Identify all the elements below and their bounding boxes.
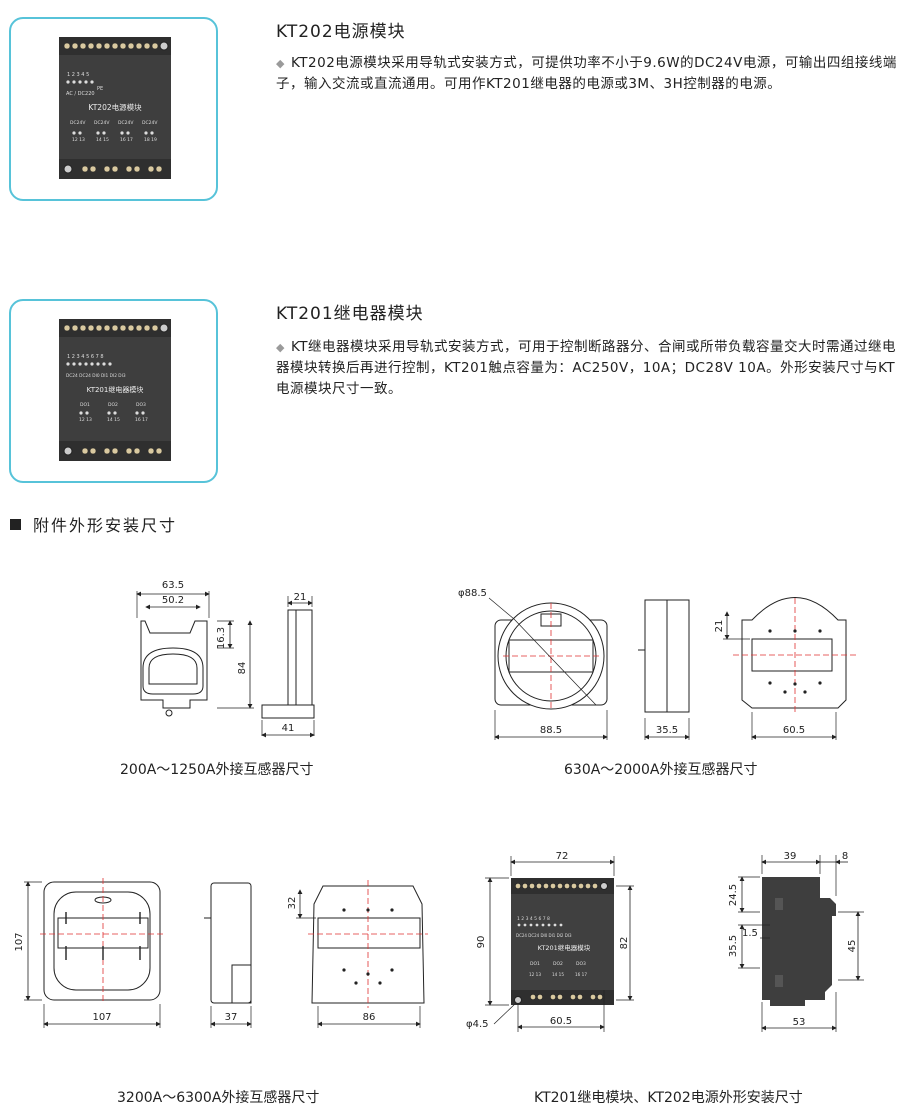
ct-small-drawing	[136, 591, 315, 738]
svg-text:DO3: DO3	[576, 961, 586, 967]
svg-text:37: 37	[225, 1012, 238, 1023]
svg-text:107: 107	[92, 1012, 111, 1023]
svg-text:82: 82	[619, 937, 630, 950]
svg-text:24.5: 24.5	[728, 884, 739, 906]
svg-text:8: 8	[842, 851, 848, 862]
svg-text:32: 32	[287, 897, 298, 910]
svg-text:14 15: 14 15	[96, 137, 109, 143]
svg-text:41: 41	[282, 723, 295, 734]
svg-text:14 15: 14 15	[107, 417, 120, 423]
svg-text:φ4.5: φ4.5	[466, 1019, 489, 1030]
square-bullet-icon	[10, 518, 21, 530]
svg-text:35.5: 35.5	[656, 725, 678, 736]
kt202-description: ◆KT202电源模块采用导轨式安装方式，可提供功率不小于9.6W的DC24V电源…	[276, 55, 897, 92]
svg-text:39: 39	[784, 851, 797, 862]
svg-text:12 13: 12 13	[79, 417, 92, 423]
svg-text:DC24V: DC24V	[94, 120, 110, 126]
svg-text:1 2 3 4 5: 1 2 3 4 5	[67, 72, 89, 78]
module-body	[511, 878, 614, 1005]
svg-text:AC / DC220: AC / DC220	[66, 91, 95, 97]
svg-text:DO1: DO1	[530, 961, 540, 967]
svg-text:45: 45	[847, 940, 858, 953]
svg-text:107: 107	[14, 932, 25, 951]
svg-text:50.2: 50.2	[162, 595, 184, 606]
svg-text:DO2: DO2	[108, 402, 118, 408]
diamond-bullet-icon: ◆	[276, 57, 285, 70]
svg-text:1.5: 1.5	[742, 928, 758, 939]
svg-text:DC24V: DC24V	[70, 120, 86, 126]
svg-text:18 19: 18 19	[144, 137, 157, 143]
svg-text:16 17: 16 17	[120, 137, 133, 143]
svg-text:KT202电源模块: KT202电源模块	[88, 102, 142, 112]
svg-text:16 17: 16 17	[135, 417, 148, 423]
svg-text:63.5: 63.5	[162, 580, 184, 591]
svg-text:14 15: 14 15	[552, 972, 564, 977]
kt201-module-photo: 1 2 3 4 5 6 7 8 DC24 DC24 DI0 DI1 DI2 DI…	[59, 319, 171, 461]
svg-text:16.3: 16.3	[216, 627, 227, 649]
svg-text:21: 21	[714, 620, 725, 633]
kt202-title: KT202电源模块	[276, 22, 406, 42]
svg-text:84: 84	[237, 662, 248, 675]
module-front-drawing: 1 2 3 4 5 6 7 8 DC24 DC24 DI0 DI1 DI2 DI…	[511, 878, 614, 1005]
svg-text:1 2 3 4 5 6 7 8: 1 2 3 4 5 6 7 8	[67, 354, 104, 360]
svg-text:KT201继电器模块: KT201继电器模块	[538, 943, 591, 952]
kt201-image-card: 1 2 3 4 5 6 7 8 DC24 DC24 DI0 DI1 DI2 DI…	[9, 299, 218, 483]
ct-small-caption: 200A～1250A外接互感器尺寸	[120, 762, 314, 778]
accessories-heading: 附件外形安装尺寸	[10, 512, 177, 536]
svg-text:DO2: DO2	[553, 961, 563, 967]
svg-text:60.5: 60.5	[550, 1016, 572, 1027]
kt201-title: KT201继电器模块	[276, 304, 424, 324]
svg-text:21: 21	[294, 592, 307, 603]
kt201-description: ◆KT继电器模块采用导轨式安装方式，可用于控制断路器分、合闸或所带负载容量交大时…	[276, 339, 897, 397]
svg-text:12 13: 12 13	[72, 137, 85, 143]
svg-text:90: 90	[476, 936, 487, 949]
svg-text:53: 53	[793, 1017, 806, 1028]
svg-text:12 13: 12 13	[529, 972, 541, 977]
module-side-drawing	[762, 877, 836, 1006]
svg-text:88.5: 88.5	[540, 725, 562, 736]
kt202-module-photo: 1 2 3 4 5 PE AC / DC220 KT202电源模块 DC24V …	[59, 37, 171, 179]
svg-text:1 2 3 4 5 6 7 8: 1 2 3 4 5 6 7 8	[517, 916, 550, 922]
svg-text:60.5: 60.5	[783, 725, 805, 736]
svg-text:72: 72	[556, 851, 569, 862]
svg-text:86: 86	[363, 1012, 376, 1023]
svg-text:DC24V: DC24V	[142, 120, 158, 126]
ct-large-drawing	[24, 878, 428, 1028]
svg-text:DO3: DO3	[136, 402, 146, 408]
svg-text:16 17: 16 17	[575, 972, 587, 977]
svg-text:φ88.5: φ88.5	[458, 588, 487, 599]
svg-text:DC24 DC24 DI0 DI1 DI2 DI3: DC24 DC24 DI0 DI1 DI2 DI3	[516, 933, 572, 938]
ct-medium-caption: 630A～2000A外接互感器尺寸	[564, 762, 758, 778]
svg-text:KT201继电器模块: KT201继电器模块	[87, 385, 144, 394]
diamond-bullet-icon: ◆	[276, 341, 285, 354]
ct-medium-drawing	[488, 597, 858, 740]
module-body	[59, 37, 171, 179]
svg-text:DC24V: DC24V	[118, 120, 134, 126]
svg-text:DO1: DO1	[80, 402, 90, 408]
kt202-image-card: 1 2 3 4 5 PE AC / DC220 KT202电源模块 DC24V …	[9, 17, 218, 201]
svg-text:35.5: 35.5	[728, 935, 739, 957]
module-caption: KT201继电模块、KT202电源外形安装尺寸	[534, 1090, 803, 1106]
module-body	[59, 319, 171, 461]
svg-text:DC24 DC24 DI0 DI1 DI2 DI3: DC24 DC24 DI0 DI1 DI2 DI3	[66, 373, 126, 379]
svg-text:PE: PE	[97, 86, 103, 92]
ct-large-caption: 3200A～6300A外接互感器尺寸	[117, 1090, 320, 1106]
